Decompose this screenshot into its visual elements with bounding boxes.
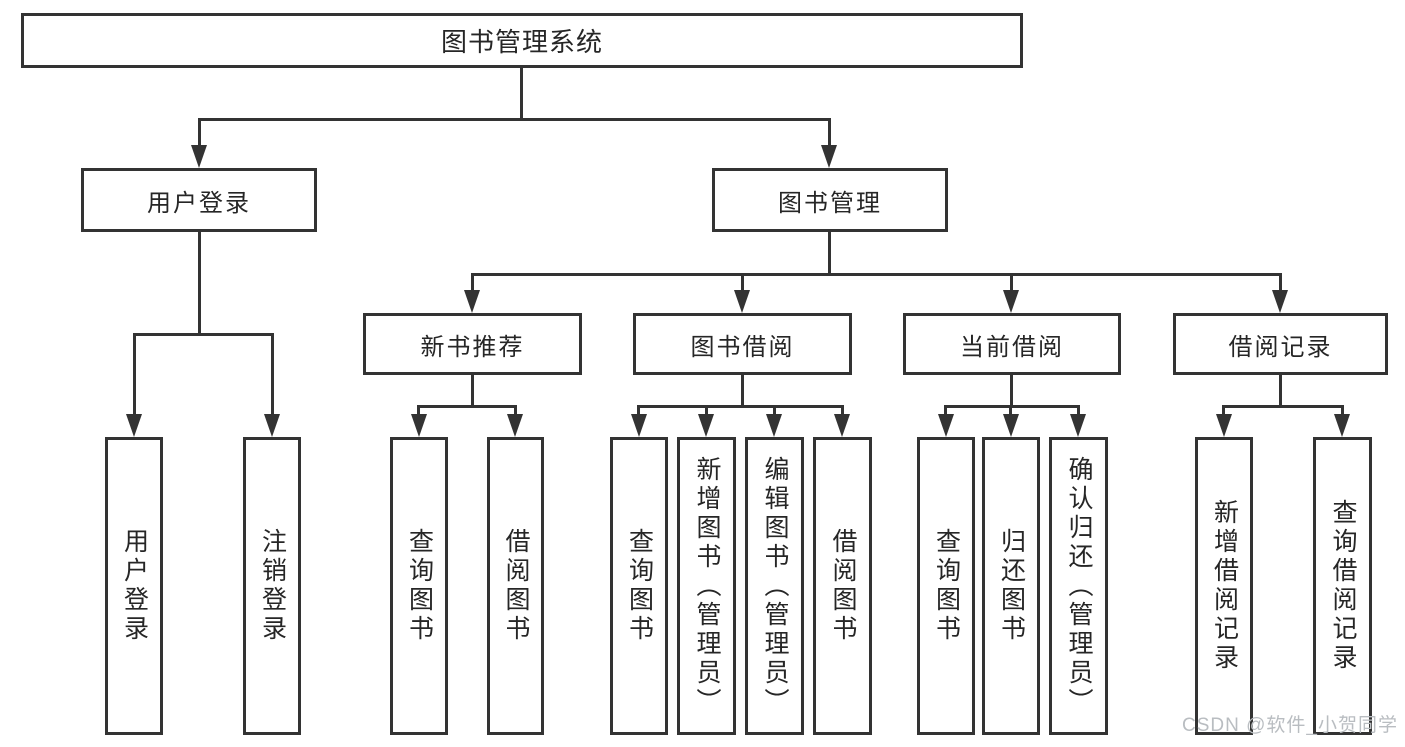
node-label: 用户登录 xyxy=(147,189,251,217)
connector-line xyxy=(1279,273,1282,292)
node-label: 新增图书（管理员） xyxy=(693,455,721,717)
leaf-borrow-books-recommend: 借阅图书 xyxy=(487,437,544,735)
csdn-watermark: CSDN @软件_小贺同学 xyxy=(1182,715,1398,736)
node-current-borrow: 当前借阅 xyxy=(903,313,1121,375)
node-label: 借阅图书 xyxy=(502,528,530,644)
arrow-head xyxy=(1070,414,1086,437)
node-label: 查询图书 xyxy=(932,528,961,644)
arrow-head xyxy=(264,414,280,437)
node-label: 用户登录 xyxy=(120,528,149,644)
leaf-return-book: 归还图书 xyxy=(982,437,1040,735)
arrow-head xyxy=(834,414,850,437)
node-label: 借阅图书 xyxy=(829,528,857,644)
arrow-head xyxy=(938,414,954,437)
connector-line xyxy=(1077,405,1080,417)
node-label: 编辑图书（管理员） xyxy=(761,455,789,717)
node-root: 图书管理系统 xyxy=(21,13,1023,68)
connector-line xyxy=(417,405,420,417)
arrow-head xyxy=(631,414,647,437)
leaf-add-book-admin: 新增图书（管理员） xyxy=(677,437,736,735)
arrow-head xyxy=(1272,290,1288,313)
arrow-head xyxy=(698,414,714,437)
connector-line xyxy=(944,405,1080,408)
connector-line xyxy=(471,273,474,292)
leaf-user-login: 用户登录 xyxy=(105,437,163,735)
connector-line xyxy=(1222,405,1225,417)
connector-line xyxy=(1279,375,1282,408)
connector-line xyxy=(841,405,844,417)
connector-line xyxy=(198,232,201,336)
leaf-query-books-recommend: 查询图书 xyxy=(390,437,448,735)
arrow-head xyxy=(766,414,782,437)
arrow-head xyxy=(1334,414,1350,437)
connector-line xyxy=(133,333,274,336)
connector-line xyxy=(773,405,776,417)
arrow-head xyxy=(821,145,837,168)
connector-line xyxy=(271,333,274,416)
leaf-query-books-current: 查询图书 xyxy=(917,437,975,735)
connector-line xyxy=(637,405,640,417)
connector-line xyxy=(1010,375,1013,408)
node-book-borrow: 图书借阅 xyxy=(633,313,852,375)
arrow-head xyxy=(1003,414,1019,437)
leaf-add-borrow-record: 新增借阅记录 xyxy=(1195,437,1253,735)
node-label: 图书管理 xyxy=(778,189,882,217)
connector-line xyxy=(471,375,474,408)
leaf-logout: 注销登录 xyxy=(243,437,301,735)
connector-line xyxy=(133,333,136,416)
connector-line xyxy=(514,405,517,417)
connector-line xyxy=(705,405,708,417)
arrow-head xyxy=(411,414,427,437)
connector-line xyxy=(828,232,831,276)
leaf-query-borrow-record: 查询借阅记录 xyxy=(1313,437,1372,735)
arrow-head xyxy=(464,290,480,313)
connector-line xyxy=(198,118,831,121)
connector-line xyxy=(944,405,947,417)
node-borrow-records: 借阅记录 xyxy=(1173,313,1388,375)
node-label: 归还图书 xyxy=(997,528,1026,644)
arrow-head xyxy=(126,414,142,437)
node-label: 确认归还（管理员） xyxy=(1065,455,1093,717)
node-user-login: 用户登录 xyxy=(81,168,317,232)
node-label: 查询图书 xyxy=(625,528,654,644)
connector-line xyxy=(1010,273,1013,292)
connector-line xyxy=(417,405,517,408)
node-label: 新书推荐 xyxy=(420,333,525,361)
connector-line xyxy=(637,405,844,408)
leaf-edit-book-admin: 编辑图书（管理员） xyxy=(745,437,804,735)
arrow-head xyxy=(1216,414,1232,437)
connector-line xyxy=(741,375,744,408)
arrow-head xyxy=(191,145,207,168)
node-label: 注销登录 xyxy=(258,528,287,644)
connector-line xyxy=(1009,405,1012,417)
node-label: 借阅记录 xyxy=(1228,333,1333,361)
node-label: 查询借阅记录 xyxy=(1329,499,1357,673)
leaf-confirm-return-admin: 确认归还（管理员） xyxy=(1049,437,1108,735)
node-label: 新增借阅记录 xyxy=(1210,499,1239,673)
node-label: 查询图书 xyxy=(405,528,434,644)
connector-line xyxy=(1222,405,1344,408)
connector-line xyxy=(1341,405,1344,417)
connector-line xyxy=(198,118,201,148)
arrow-head xyxy=(734,290,750,313)
connector-line xyxy=(741,273,744,292)
node-label: 图书管理系统 xyxy=(440,27,603,57)
arrow-head xyxy=(1003,290,1019,313)
node-new-book-recommend: 新书推荐 xyxy=(363,313,582,375)
node-book-management: 图书管理 xyxy=(712,168,948,232)
connector-line xyxy=(471,273,1282,276)
connector-line xyxy=(828,118,831,148)
leaf-borrow-books: 借阅图书 xyxy=(813,437,872,735)
arrow-head xyxy=(507,414,523,437)
connector-line xyxy=(520,68,523,120)
leaf-query-books-borrow: 查询图书 xyxy=(610,437,668,735)
node-label: 当前借阅 xyxy=(960,333,1064,361)
node-label: 图书借阅 xyxy=(690,333,795,361)
